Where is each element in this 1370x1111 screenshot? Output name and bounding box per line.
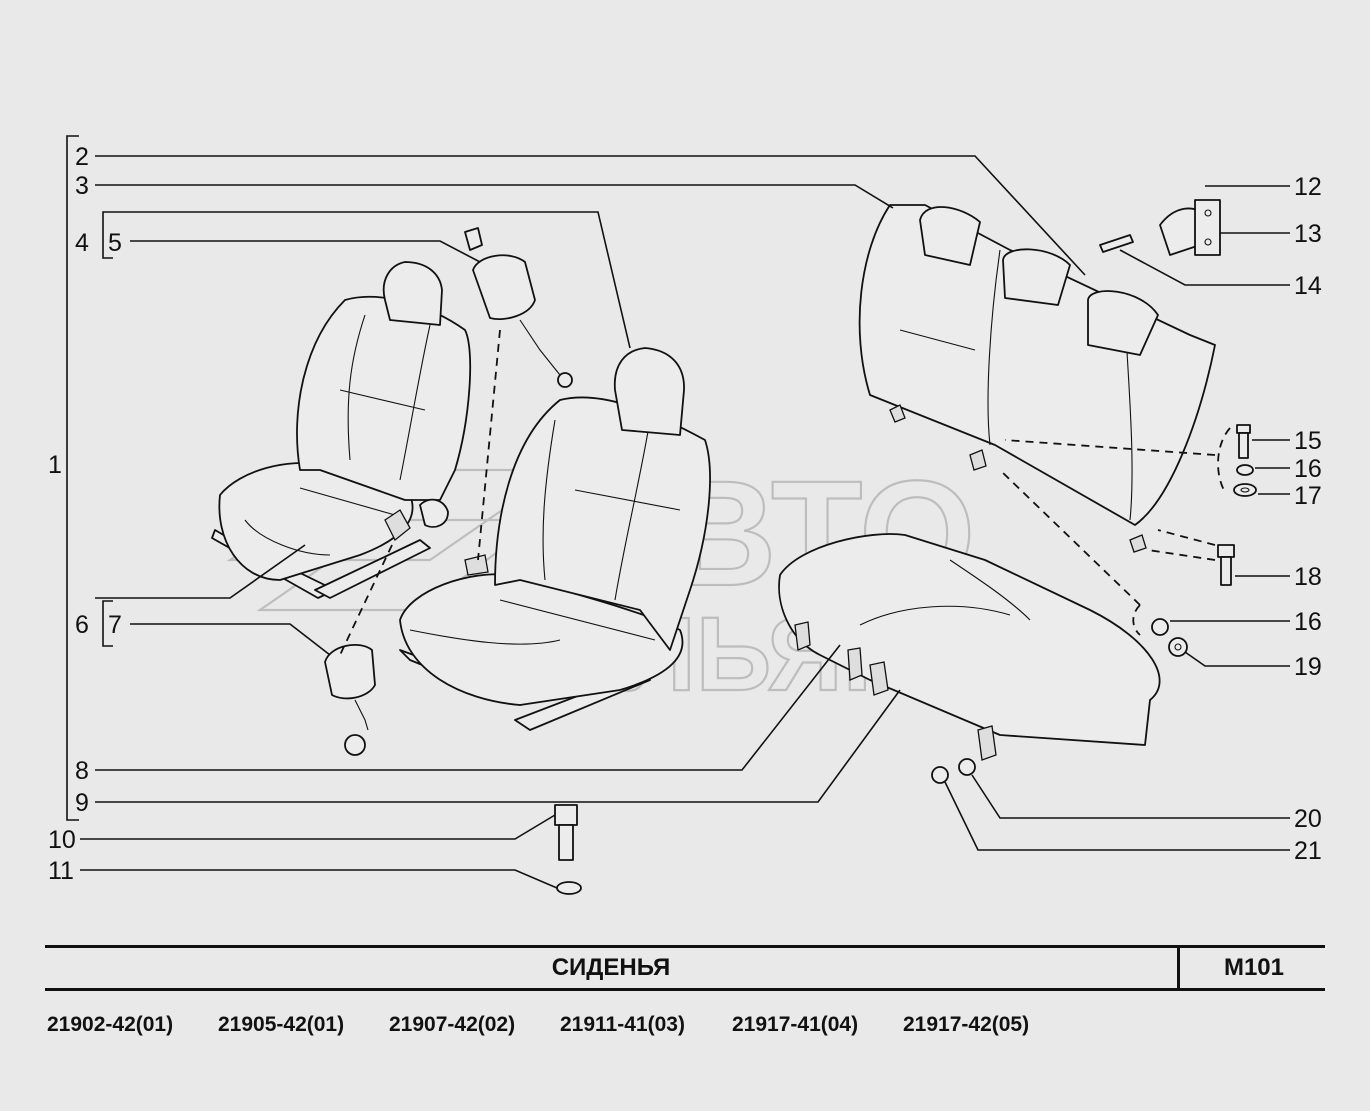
callout-12: 12 — [1294, 173, 1322, 201]
callout-15: 15 — [1294, 427, 1322, 455]
callout-5: 5 — [108, 229, 122, 257]
nut-21 — [931, 766, 949, 784]
callout-19: 19 — [1294, 653, 1322, 681]
screw-14 — [1099, 234, 1134, 253]
callout-16-upper: 16 — [1294, 455, 1322, 483]
callout-6: 6 — [75, 611, 89, 639]
model-code: 21917-41(04) — [732, 1013, 859, 1036]
callout-9: 9 — [75, 789, 89, 817]
washer-16b — [1151, 618, 1169, 636]
hinge-bracket — [1159, 199, 1221, 256]
washer-20 — [958, 758, 976, 776]
callout-2: 2 — [75, 143, 89, 171]
leader-lines — [66, 135, 1290, 889]
front-seat-left — [211, 261, 472, 599]
callout-7: 7 — [108, 611, 122, 639]
callout-4: 4 — [75, 229, 89, 257]
seat-belt-buckle-lower — [324, 644, 376, 756]
callout-13: 13 — [1294, 220, 1322, 248]
callout-17: 17 — [1294, 482, 1322, 510]
callout-labels: 1 2 3 4 5 6 7 8 9 10 11 12 13 14 15 16 1… — [48, 143, 1322, 885]
model-code: 21917-42(05) — [903, 1013, 1030, 1036]
bolt-15 — [1236, 424, 1251, 459]
bolt-10 — [554, 804, 578, 861]
model-code: 21911-41(03) — [560, 1013, 685, 1036]
seat-belt-buckle-upper — [464, 227, 573, 388]
model-code: 21905-42(01) — [218, 1013, 345, 1036]
callout-21: 21 — [1294, 837, 1322, 865]
callout-1: 1 — [48, 451, 62, 479]
callout-18: 18 — [1294, 563, 1322, 591]
rear-seat-cushion — [778, 533, 1161, 761]
rear-seat-back — [858, 204, 1216, 553]
callout-10: 10 — [48, 826, 76, 854]
page-code: M101 — [1223, 954, 1285, 981]
callout-8: 8 — [75, 757, 89, 785]
front-seat-right — [399, 347, 711, 731]
nut-19 — [1168, 637, 1188, 657]
callout-20: 20 — [1294, 805, 1322, 833]
washer-11 — [556, 881, 582, 895]
washer-17 — [1233, 483, 1257, 497]
callout-11: 11 — [48, 857, 74, 885]
seats-exploded-diagram: АВТО АЛЬЯНС — [48, 135, 1322, 895]
assembly-arrows — [339, 329, 1231, 656]
washer-16a — [1236, 464, 1254, 476]
title-block: СИДЕНЬЯ M101 — [45, 945, 1325, 991]
bolt-18 — [1217, 544, 1235, 586]
callout-16-lower: 16 — [1294, 608, 1322, 636]
callout-14: 14 — [1294, 272, 1322, 300]
model-code: 21902-42(01) — [47, 1013, 174, 1036]
page-title: СИДЕНЬЯ — [45, 948, 1180, 988]
model-list: 21902-42(01) 21905-42(01) 21907-42(02) 2… — [47, 1013, 1147, 1045]
callout-3: 3 — [75, 172, 89, 200]
model-code: 21907-42(02) — [389, 1013, 516, 1036]
